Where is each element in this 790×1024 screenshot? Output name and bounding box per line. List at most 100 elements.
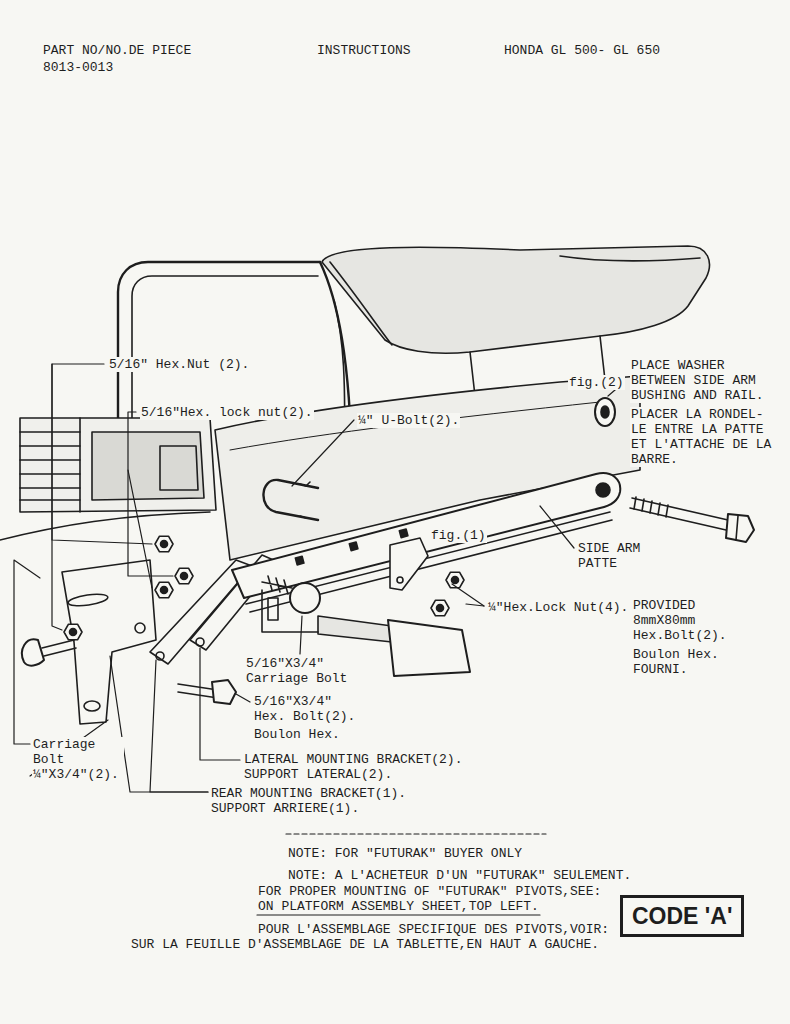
hex-bolt-8x80	[630, 497, 754, 542]
part-label: NOTE: A L'ACHETEUR D'UN "FUTURAK" SEULEM…	[287, 868, 632, 883]
part-label: HONDA GL 500- GL 650	[503, 43, 661, 58]
part-label: PROVIDED 8mmX80mm Hex.Bolt(2).	[632, 598, 732, 643]
lateral-mounting-bracket	[196, 638, 204, 646]
hex-bolt-8x80	[634, 497, 668, 517]
part-label: PART NO/NO.DE PIECE	[42, 43, 192, 58]
part-label: Boulon Hex.	[253, 727, 341, 742]
leader-line	[14, 364, 622, 792]
hex-bolt-8x80	[726, 514, 754, 542]
turn-signal	[268, 598, 278, 620]
hex-bolt-8x80	[736, 516, 738, 540]
code-text: CODE 'A'	[632, 902, 732, 930]
leader-line	[236, 694, 250, 702]
tail-light	[0, 418, 216, 540]
washer	[595, 398, 615, 426]
tail-light	[20, 432, 80, 500]
rear-mounting-bracket	[62, 560, 156, 724]
part-label: FOR PROPER MOUNTING OF "FUTURAK" PIVOTS,…	[257, 884, 602, 899]
part-label: 5/16" Hex.Nut (2).	[108, 357, 250, 372]
part-label: SUPPORT LATERAL(2).	[243, 767, 393, 782]
seat	[560, 256, 700, 261]
leader-line	[150, 660, 208, 792]
washer	[595, 398, 615, 426]
part-label: fig.(2)	[568, 375, 625, 390]
nut	[64, 536, 464, 640]
leader-line	[128, 470, 152, 588]
leader-line	[14, 560, 40, 744]
part-label: SIDE ARM	[577, 541, 641, 556]
side-arm	[232, 473, 620, 612]
rear-mounting-bracket	[84, 701, 100, 711]
part-label: ¼" U-Bolt(2).	[357, 413, 460, 428]
nut	[431, 600, 449, 616]
carriage-bolt	[262, 576, 320, 613]
part-label: ON PLATFORM ASSEMBLY SHEET,TOP LEFT.	[257, 899, 540, 914]
part-label: 5/16"X3/4" Hex. Bolt(2).	[253, 694, 364, 724]
hex-bolt	[212, 680, 236, 704]
nut	[175, 568, 193, 584]
part-label: REAR MOUNTING BRACKET(1).	[210, 786, 407, 801]
part-label: NOTE: FOR "FUTURAK" BUYER ONLY	[287, 846, 523, 861]
part-label: fig.(1)	[430, 528, 487, 543]
leader-line	[300, 616, 302, 654]
leader-line	[452, 584, 484, 606]
side-arm	[232, 473, 620, 598]
part-label: 5/16"X3/4" Carriage Bolt	[245, 656, 356, 686]
rear-mounting-bracket	[135, 623, 145, 633]
side-arm	[596, 483, 610, 497]
rule-line	[286, 833, 546, 834]
part-label: 5/16"Hex. lock nut(2).	[140, 405, 314, 420]
tail-light	[92, 432, 204, 500]
carriage-bolt	[262, 576, 292, 594]
nut	[155, 536, 173, 552]
leader-line	[128, 412, 173, 576]
part-label: ¼"Hex.Lock Nut(4).	[487, 600, 629, 615]
tail-light	[20, 418, 216, 512]
sheet-title: INSTRUCTIONS	[316, 43, 412, 58]
turn-signal	[388, 620, 470, 676]
carriage-bolt	[290, 583, 320, 613]
fig-1-bracket	[397, 577, 403, 583]
code-box: CODE 'A'	[620, 895, 744, 937]
carriage-bolt	[42, 640, 76, 656]
part-label: PATTE	[577, 556, 618, 571]
side-arm	[295, 556, 304, 565]
u-bolt	[263, 480, 318, 520]
nut	[64, 624, 82, 640]
u-bolt	[263, 480, 318, 520]
part-label: 8013-0013	[42, 60, 114, 75]
seat	[322, 246, 709, 353]
side-arm	[349, 542, 358, 551]
part-label: SUPPORT ARRIERE(1).	[210, 801, 360, 816]
part-label: SUR LA FEUILLE D'ASSEMBLAGE DE LA TABLET…	[130, 937, 600, 952]
turn-signal	[318, 616, 392, 642]
grab-rail	[118, 262, 320, 440]
nut	[155, 582, 173, 598]
tail-light	[0, 512, 210, 540]
rear-mounting-bracket	[62, 560, 156, 724]
rear-mounting-bracket	[67, 592, 108, 607]
part-label: Carriage Bolt ¼"X3/4"(2).	[32, 737, 124, 782]
hex-bolt-8x80	[630, 498, 728, 530]
fig-1-bracket	[390, 538, 428, 590]
hex-bolt	[178, 680, 236, 704]
leader-line	[200, 648, 240, 760]
part-label: PLACER LA RONDEL- LE ENTRE LA PATTE ET L…	[630, 407, 776, 467]
part-label: POUR L'ASSEMBLAGE SPECIFIQUE DES PIVOTS,…	[257, 922, 610, 937]
rule-line	[257, 914, 540, 915]
fig-1-bracket	[390, 538, 428, 590]
tail-light	[160, 446, 198, 490]
leader-line	[110, 656, 208, 792]
carriage-bolt	[22, 639, 76, 665]
tail-light	[79, 418, 81, 512]
part-label: PLACE WASHER BETWEEN SIDE ARM BUSHING AN…	[630, 358, 769, 403]
part-label: LATERAL MOUNTING BRACKET(2).	[243, 752, 463, 767]
side-arm	[399, 529, 408, 538]
part-label: Boulon Hex. FOURNI.	[632, 647, 732, 677]
seat	[330, 262, 392, 345]
carriage-bolt	[22, 639, 44, 665]
leader-line	[52, 364, 104, 630]
washer	[601, 406, 609, 418]
leader-line	[540, 506, 574, 548]
